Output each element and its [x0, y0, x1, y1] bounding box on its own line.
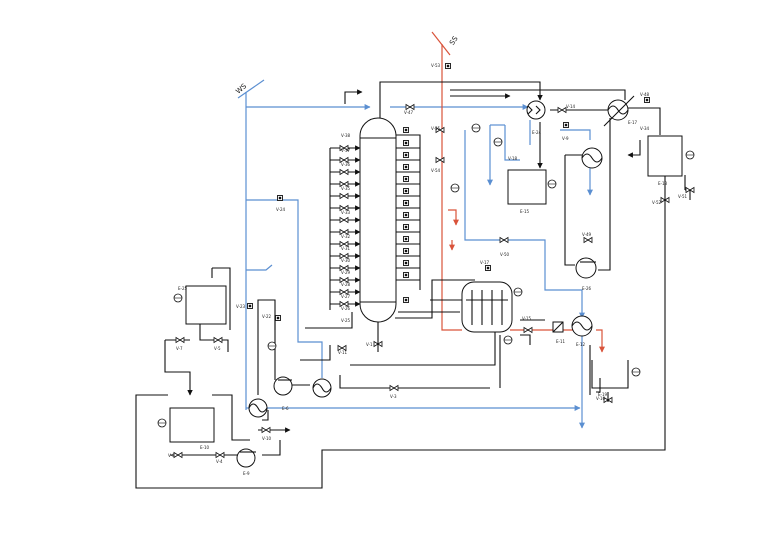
svg-text:V-34: V-34 [640, 126, 649, 131]
steam-lines [431, 31, 605, 353]
gauge-icon [471, 123, 481, 133]
distillation-column [359, 117, 397, 323]
svg-text:V-53: V-53 [431, 63, 440, 68]
label-e24: E-24 [532, 130, 542, 135]
heat-exchanger-e6 [248, 398, 268, 418]
gauge-icon [450, 183, 460, 193]
svg-text:V-5: V-5 [214, 346, 221, 351]
label-e9: E-9 [243, 471, 250, 476]
svg-text:V-30: V-30 [341, 258, 350, 263]
heat-exchanger-e17: E-17 [603, 95, 638, 127]
process-lines [135, 81, 691, 489]
gauge-icon [631, 367, 641, 377]
label-e6: E-6 [282, 406, 289, 411]
label-e26: E-26 [582, 286, 592, 291]
label-e25: E-25 [178, 286, 188, 291]
svg-text:V-25: V-25 [341, 318, 350, 323]
pump-e6: E-6 [273, 376, 293, 411]
tank-e25: E-25 [178, 285, 227, 325]
svg-text:V-3: V-3 [390, 394, 397, 399]
svg-text:V-16: V-16 [596, 396, 605, 401]
column-control-valves [247, 63, 650, 321]
svg-text:V-29: V-29 [341, 270, 350, 275]
heat-exchanger-e12: E-12 [571, 315, 593, 347]
svg-text:V-4: V-4 [216, 459, 223, 464]
svg-text:V-38: V-38 [341, 133, 350, 138]
svg-text:V-7: V-7 [176, 346, 183, 351]
svg-text:V-49: V-49 [582, 232, 591, 237]
tank-e15: E-15 [507, 169, 547, 214]
svg-text:V-1: V-1 [366, 342, 373, 347]
tank-e10: E-10 [169, 407, 215, 450]
cooling-water-lines [237, 79, 593, 429]
svg-text:V-26: V-26 [341, 306, 350, 311]
svg-text:V-35: V-35 [341, 186, 350, 191]
svg-text:V-9: V-9 [562, 136, 569, 141]
gauge-icon [503, 335, 513, 345]
gauge-icon [547, 179, 557, 189]
tank-e18: E-18 [647, 135, 683, 186]
svg-text:V-36: V-36 [341, 162, 350, 167]
svg-text:V-14: V-14 [566, 104, 575, 109]
svg-text:V-17: V-17 [480, 260, 489, 265]
svg-text:V-32: V-32 [341, 234, 350, 239]
label-e12: E-12 [576, 342, 586, 347]
svg-text:V-11: V-11 [338, 350, 347, 355]
svg-text:V-54: V-54 [431, 168, 440, 173]
label-e11: E-11 [556, 339, 566, 344]
svg-text:V-23: V-23 [236, 304, 245, 309]
svg-text:V-31: V-31 [341, 246, 350, 251]
svg-text:V-37: V-37 [341, 148, 350, 153]
gauge-icon [493, 137, 503, 147]
svg-text:V-55: V-55 [431, 126, 440, 131]
label-e15: E-15 [520, 209, 530, 214]
gauge-icon [157, 418, 167, 428]
svg-text:V-28: V-28 [341, 282, 350, 287]
pump-e26: E-26 [575, 257, 597, 291]
svg-text:V-18: V-18 [508, 156, 517, 161]
tank-e19: E-19 [591, 360, 629, 397]
svg-text:V-27: V-27 [341, 294, 350, 299]
pump-e9: E-9 [236, 448, 256, 476]
label-e19: E-19 [598, 392, 608, 397]
svg-text:V-10: V-10 [262, 436, 271, 441]
svg-text:V-50: V-50 [500, 252, 509, 257]
valve-labels: V-38 V-36 V-35 V-33 V-32 V-31 V-30 V-29 … [168, 63, 687, 464]
svg-text:V-33: V-33 [341, 210, 350, 215]
gauge-icon [267, 341, 277, 351]
label-e18: E-18 [658, 181, 668, 186]
heat-exchanger-e16 [581, 147, 603, 169]
svg-text:V-47: V-47 [404, 110, 413, 115]
svg-text:V-15: V-15 [522, 316, 531, 321]
ss-header-line [431, 31, 451, 56]
gauge-icon [685, 150, 695, 160]
ws-header-line [237, 79, 265, 99]
label-e10: E-10 [200, 445, 210, 450]
heat-exchanger-e24: E-24 [526, 100, 546, 135]
svg-text:V-51: V-51 [678, 194, 687, 199]
svg-text:V-6: V-6 [168, 453, 175, 458]
gauge-icon [173, 293, 183, 303]
gauge-icon [513, 287, 523, 297]
ss-label: SS [448, 34, 460, 46]
svg-text:V-48: V-48 [640, 92, 649, 97]
heat-exchanger-e9-area [312, 378, 332, 398]
label-e17: E-17 [628, 120, 638, 125]
control-box-e11: E-11 [552, 321, 566, 344]
svg-text:V-24: V-24 [276, 207, 285, 212]
reactor-tank [461, 281, 513, 333]
svg-text:V-52: V-52 [652, 200, 661, 205]
svg-text:V-22: V-22 [262, 314, 271, 319]
